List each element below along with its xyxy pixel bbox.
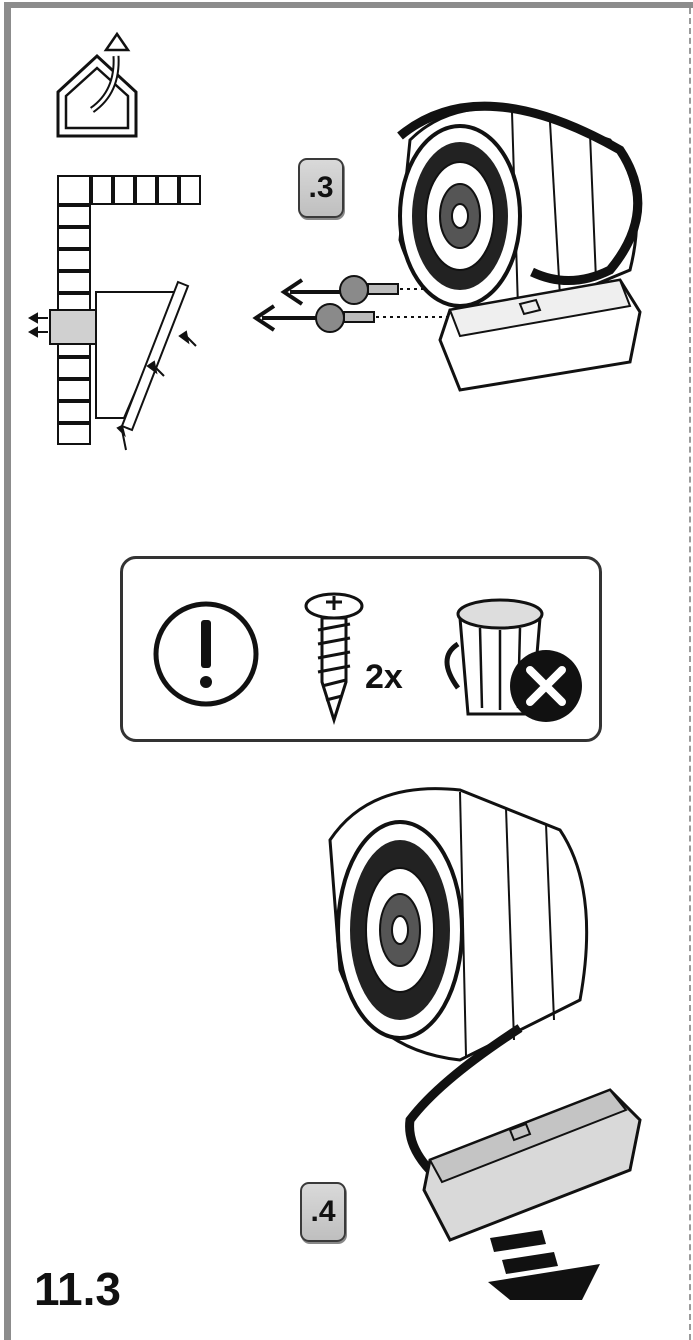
section-number: 11.3 <box>34 1263 121 1315</box>
page-frame-top <box>4 2 693 8</box>
page-frame-left <box>4 6 11 1340</box>
step-badge-4: .4 <box>300 1182 346 1242</box>
trash-bin-crossed-icon <box>444 598 582 722</box>
screw-pair <box>315 275 399 333</box>
house-ducted-exhaust-icon <box>56 31 138 138</box>
screw-icon <box>304 592 364 725</box>
step-badge-3: .3 <box>298 158 344 218</box>
screw-quantity-label: 2x <box>365 658 403 696</box>
motor-unit-box-removal-illustration <box>328 787 642 1300</box>
page-frame-right-dashed <box>689 8 691 1340</box>
hood-wall-diagram <box>27 175 201 451</box>
warning-exclamation-icon <box>153 601 259 707</box>
motor-unit-screw-removal-illustration <box>252 101 643 392</box>
